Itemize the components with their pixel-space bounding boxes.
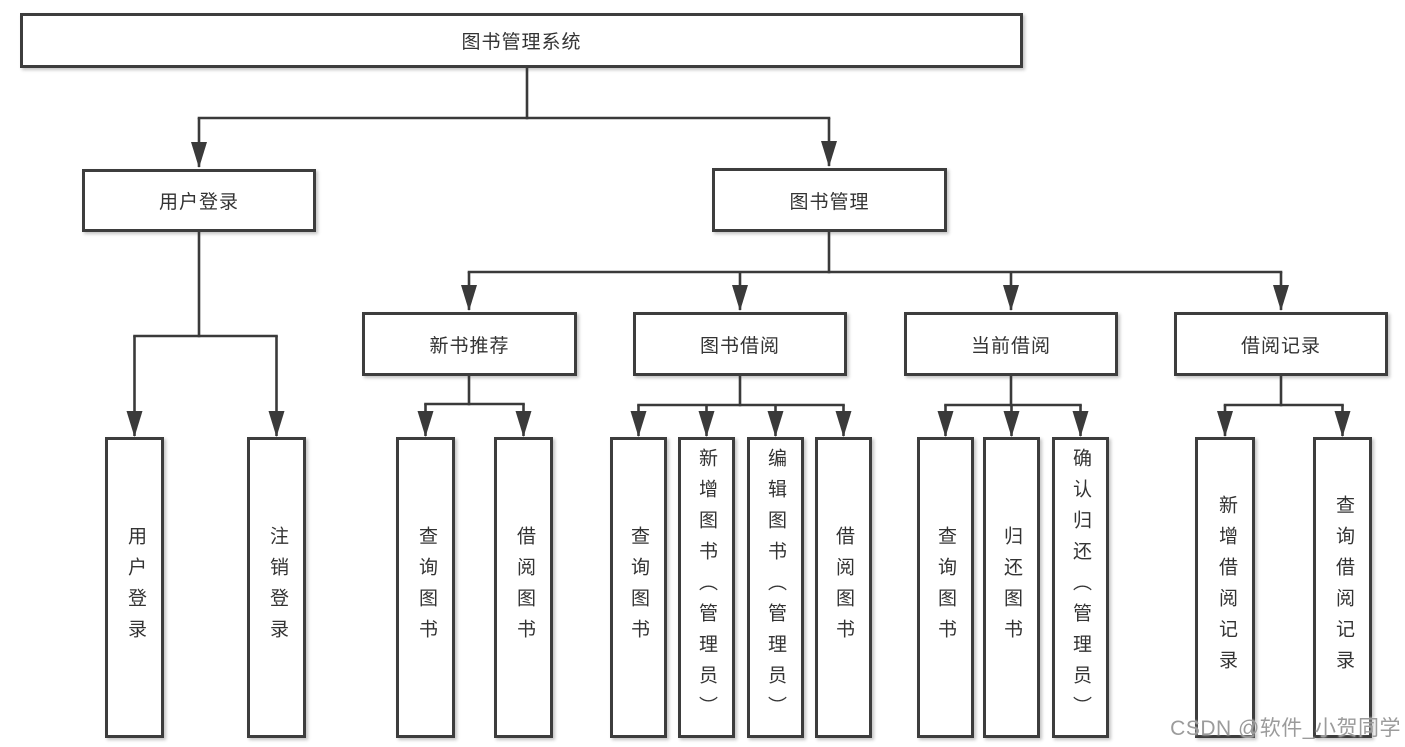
node-current-borrow: 当前借阅	[904, 312, 1118, 376]
node-book-borrow: 图书借阅	[633, 312, 847, 376]
leaf-borrow-books-recommend: 借阅图书	[494, 437, 553, 738]
leaf-query-books-borrow: 查询图书	[610, 437, 667, 738]
leaf-edit-book-admin: 编辑图书（管理员）	[747, 437, 804, 738]
node-library-system: 图书管理系统	[20, 13, 1023, 68]
leaf-user-login: 用户登录	[105, 437, 164, 738]
node-borrow-records: 借阅记录	[1174, 312, 1388, 376]
leaf-borrow-books: 借阅图书	[815, 437, 872, 738]
leaf-query-books-recommend: 查询图书	[396, 437, 455, 738]
leaf-query-borrow-record: 查询借阅记录	[1313, 437, 1372, 738]
leaf-add-book-admin: 新增图书（管理员）	[678, 437, 735, 738]
node-user-login: 用户登录	[82, 169, 316, 232]
leaf-logout: 注销登录	[247, 437, 306, 738]
leaf-return-book: 归还图书	[983, 437, 1040, 738]
node-new-book-recommend: 新书推荐	[362, 312, 577, 376]
node-book-management: 图书管理	[712, 168, 947, 232]
leaf-confirm-return-admin: 确认归还（管理员）	[1052, 437, 1109, 738]
leaf-query-books-current: 查询图书	[917, 437, 974, 738]
leaf-add-borrow-record: 新增借阅记录	[1195, 437, 1255, 738]
csdn-watermark: CSDN @软件_小贺同学	[1170, 717, 1401, 740]
